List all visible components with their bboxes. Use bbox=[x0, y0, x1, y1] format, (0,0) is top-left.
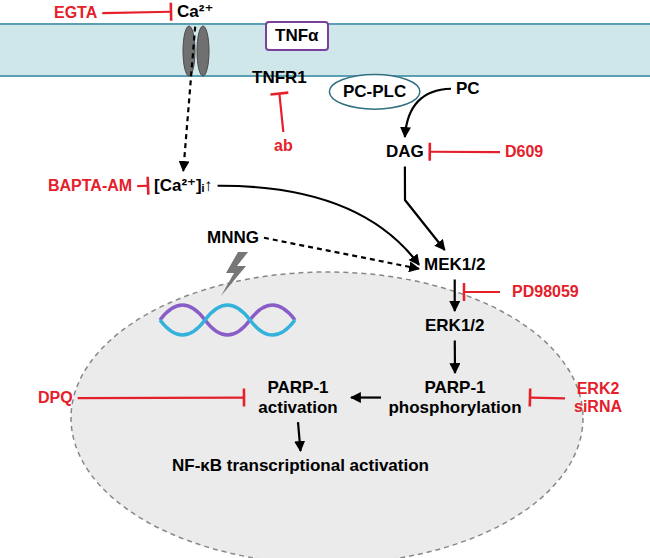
connector-line bbox=[78, 396, 244, 399]
inhibitor-label: D609 bbox=[503, 141, 545, 163]
node-text: ERK2 siRNA bbox=[570, 380, 626, 417]
inhibition-bar bbox=[463, 283, 466, 301]
node-text: ab bbox=[274, 137, 293, 155]
messenger-label: DAG bbox=[384, 140, 426, 164]
activation-arrow bbox=[298, 422, 300, 451]
connector-line bbox=[405, 167, 445, 250]
outcome-label: NF-κB transcriptional activation bbox=[170, 454, 431, 478]
inhibition-bar bbox=[243, 389, 246, 407]
connector-line bbox=[264, 238, 419, 269]
connector-line bbox=[454, 280, 456, 311]
damage-bolt bbox=[221, 252, 248, 296]
node-text: DPQ bbox=[38, 389, 73, 407]
dna-strand bbox=[160, 305, 295, 335]
process-label: PARP-1 phosphorylation bbox=[384, 376, 526, 419]
node-text: PARP-1 activation bbox=[250, 378, 346, 417]
connector-line bbox=[454, 341, 456, 373]
node-text: TNFR1 bbox=[252, 68, 307, 88]
connector-line bbox=[183, 27, 195, 171]
connector-line bbox=[279, 94, 283, 132]
nucleus bbox=[71, 272, 583, 558]
activation-arrow bbox=[264, 238, 419, 269]
connector-line bbox=[530, 396, 565, 399]
inhibition-bar bbox=[146, 177, 149, 195]
enzyme-ellipse: PC-PLC bbox=[328, 73, 421, 111]
connector-line bbox=[218, 186, 419, 265]
node-text: EGTA bbox=[54, 4, 97, 22]
inhibition-connector bbox=[78, 389, 244, 407]
node-text: Ca²⁺ bbox=[177, 2, 213, 22]
kinase-label: MEK1/2 bbox=[422, 253, 487, 277]
activation-arrow bbox=[454, 280, 455, 311]
inhibition-line bbox=[464, 291, 500, 293]
substrate-label: PC bbox=[454, 77, 482, 101]
node-text: NF-κB transcriptional activation bbox=[172, 456, 429, 476]
inhibition-connector bbox=[137, 177, 148, 195]
node-text: MEK1/2 bbox=[424, 255, 485, 275]
node-text: PARP-1 phosphorylation bbox=[386, 378, 524, 417]
node-text: D609 bbox=[505, 143, 543, 161]
ion-label: Ca²⁺ bbox=[175, 0, 215, 24]
connector-line bbox=[298, 422, 300, 451]
inhibition-connector bbox=[530, 389, 565, 407]
kinase-label: ERK1/2 bbox=[423, 314, 487, 338]
connector-line bbox=[351, 396, 381, 398]
inhibitor-label: EGTA bbox=[52, 2, 99, 24]
node-text: MNNG bbox=[207, 228, 259, 248]
inhibition-bar bbox=[528, 389, 531, 407]
receptor-label: TNFR1 bbox=[250, 66, 309, 90]
inhibitor-label: ERK2 siRNA bbox=[568, 378, 628, 419]
connector-line bbox=[430, 151, 500, 154]
activation-arrow bbox=[405, 167, 445, 250]
node-text: TNFα bbox=[275, 26, 319, 46]
inhibition-bar bbox=[270, 93, 288, 95]
ion-label: [Ca²⁺]ᵢ↑ bbox=[152, 174, 215, 198]
connector-line bbox=[137, 185, 148, 188]
activation-arrow bbox=[218, 186, 419, 265]
node-text: PC-PLC bbox=[338, 82, 411, 102]
activation-arrow bbox=[351, 397, 381, 398]
inhibitor-label: DPQ bbox=[36, 387, 75, 409]
node-text: PD98059 bbox=[512, 283, 579, 301]
calcium-channel bbox=[197, 26, 209, 76]
activation-arrow bbox=[454, 341, 455, 373]
node-text: [Ca²⁺]ᵢ↑ bbox=[154, 176, 213, 196]
node-text: BAPTA-AM bbox=[48, 177, 132, 195]
agent-label: MNNG bbox=[205, 226, 261, 250]
node-text: DAG bbox=[386, 142, 424, 162]
membrane-edge bbox=[0, 75, 650, 77]
ligand-box: TNFα bbox=[265, 21, 329, 51]
inhibition-connector bbox=[430, 143, 500, 161]
dna-strand bbox=[160, 305, 295, 335]
inhibitor-label: PD98059 bbox=[510, 281, 581, 303]
calcium-channel bbox=[183, 26, 195, 76]
inhibitor-label: ab bbox=[272, 135, 295, 157]
activation-arrow bbox=[183, 27, 195, 171]
inhibition-connector bbox=[270, 93, 288, 132]
connector-line bbox=[102, 12, 171, 13]
node-text: ERK1/2 bbox=[425, 316, 485, 336]
inhibitor-label: BAPTA-AM bbox=[46, 175, 134, 197]
inhibition-bar bbox=[170, 3, 173, 21]
inhibition-bar bbox=[428, 143, 431, 161]
inhibition-connector bbox=[102, 3, 171, 21]
node-text: PC bbox=[456, 79, 480, 99]
process-label: PARP-1 activation bbox=[248, 376, 348, 419]
